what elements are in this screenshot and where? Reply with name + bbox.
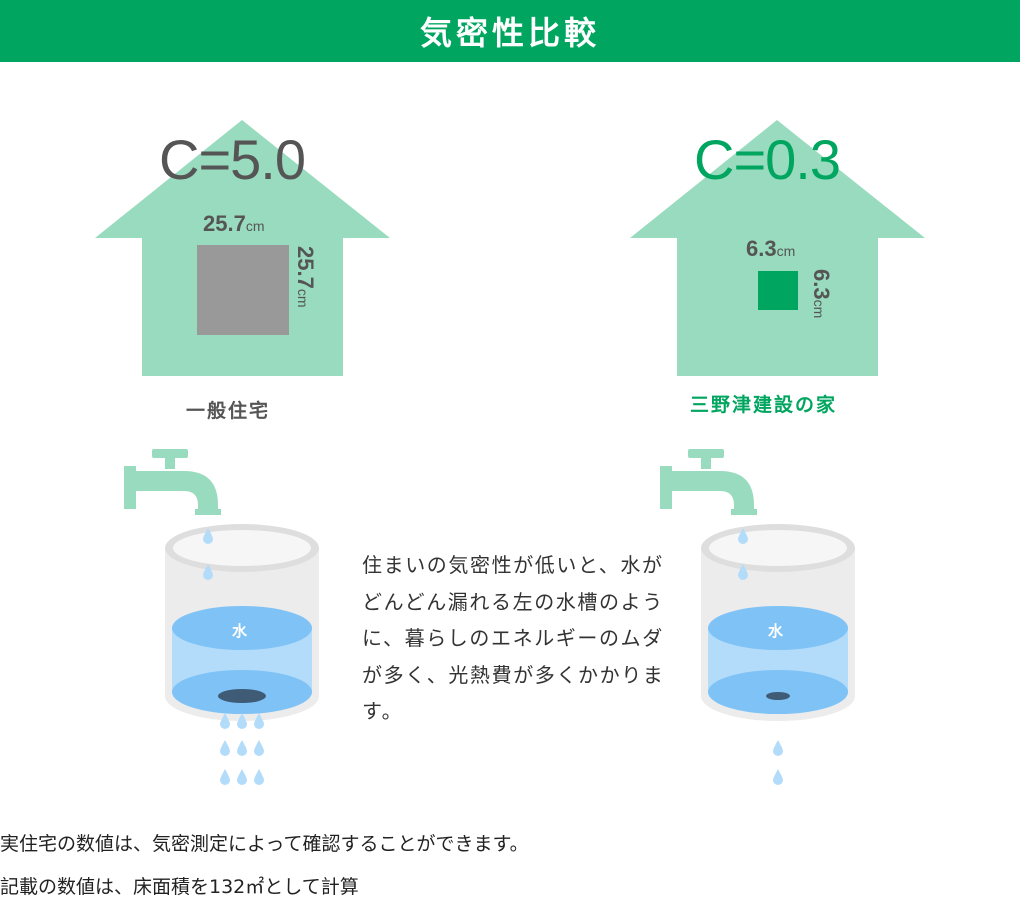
left-width-dimension: 25.7cm: [203, 213, 265, 237]
left-house: C=5.0 25.7cm 25.7cm: [95, 120, 390, 376]
right-width-value: 6.3: [746, 236, 777, 261]
faucet-icon: [124, 449, 221, 515]
faucet-icon: [660, 449, 757, 515]
right-height-value: 6.3: [809, 269, 834, 300]
water-tank-icon: [701, 524, 855, 785]
left-width-value: 25.7: [203, 211, 246, 236]
right-water-label: 水: [768, 622, 784, 640]
footnote-measurement: 実住宅の数値は、気密測定によって確認することができます。: [0, 833, 529, 855]
description-text: 住まいの気密性が低いと、水がどんどん漏れる左の水槽のように、暮らしのエネルギーの…: [362, 553, 665, 723]
left-width-unit: cm: [245, 218, 265, 234]
left-faucet: [124, 449, 224, 525]
left-height-value: 25.7: [293, 246, 318, 289]
c-value-left: C=5.0: [159, 128, 306, 191]
left-height-unit: cm: [295, 288, 311, 308]
footnote-calculation: 記載の数値は、床面積を132㎡として計算: [0, 876, 359, 898]
water-tank-icon: [165, 524, 319, 785]
right-water-tank: 水: [696, 520, 861, 799]
house-shape-icon: [630, 120, 925, 376]
right-width-unit: cm: [776, 243, 796, 259]
leak-area-square: [197, 245, 289, 335]
right-house: C=0.3 6.3cm 6.3cm: [630, 120, 925, 376]
right-height-unit: cm: [811, 299, 827, 319]
left-water-tank: 水: [160, 520, 325, 799]
right-house-label: 三野津建設の家: [690, 394, 838, 416]
right-faucet: [660, 449, 760, 525]
header-bar: 気密性比較: [0, 0, 1020, 62]
left-house-label: 一般住宅: [186, 400, 271, 422]
left-height-dimension: 25.7cm: [292, 246, 318, 308]
leak-area-square: [758, 271, 798, 310]
house-shape-icon: [95, 120, 390, 376]
page-title: 気密性比較: [419, 14, 600, 52]
right-width-dimension: 6.3cm: [746, 238, 795, 262]
right-height-dimension: 6.3cm: [808, 269, 834, 319]
c-value-right: C=0.3: [694, 128, 841, 191]
left-water-label: 水: [232, 622, 248, 640]
